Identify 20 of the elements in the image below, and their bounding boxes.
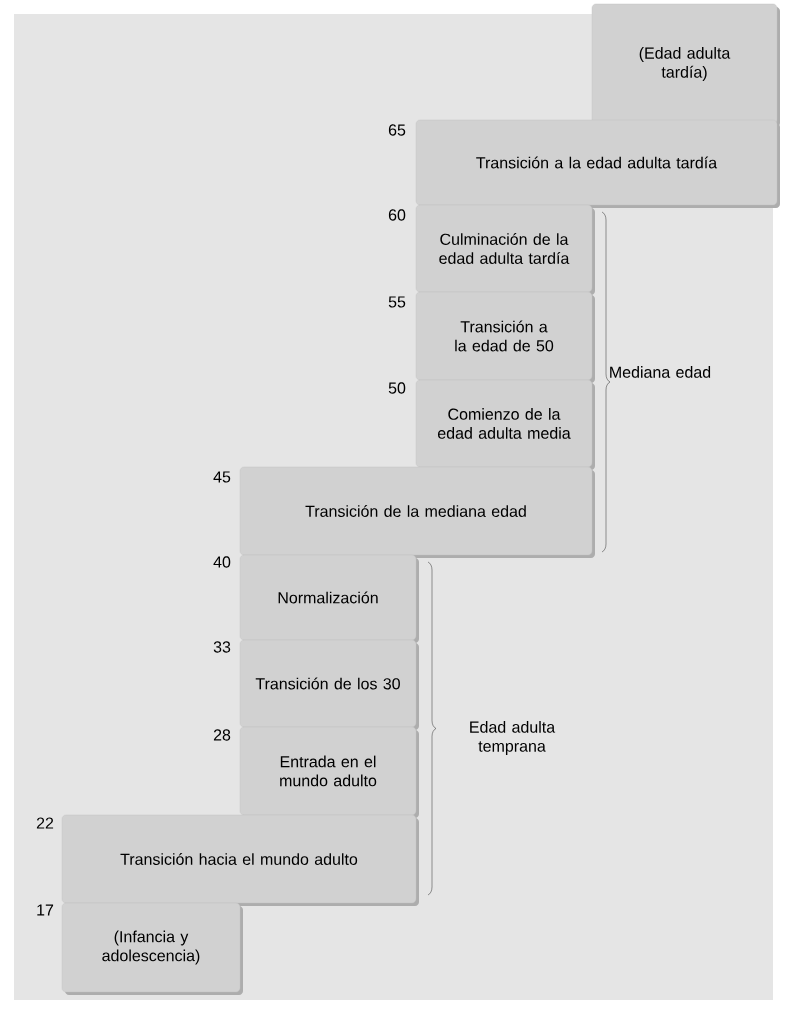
stage-box: Transición a la edad de 50 xyxy=(415,291,595,383)
age-label: 33 xyxy=(213,641,231,653)
period-label: Mediana edad xyxy=(610,366,711,378)
stage-box: (Infancia y adolescencia) xyxy=(61,902,243,995)
stage-box: Transición a la edad adulta tardía xyxy=(415,119,780,208)
age-label: 50 xyxy=(388,382,406,394)
age-label: 17 xyxy=(37,904,54,916)
period-label: Edad adulta temprana xyxy=(470,721,556,755)
stage-box: Entrada en el mundo adulto xyxy=(239,726,419,818)
age-label: 55 xyxy=(388,296,406,308)
stage-box: Transición de la mediana edad xyxy=(239,466,595,558)
stage-box: Normalización xyxy=(239,554,419,643)
age-label: 40 xyxy=(213,556,231,568)
stage-box: (Edad adulta tardía) xyxy=(591,3,780,127)
stage-box: Comienzo de la edad adulta media xyxy=(415,379,595,470)
stage-box: Transición de los 30 xyxy=(239,639,419,730)
stage-box: Transición hacia el mundo adulto xyxy=(61,814,419,906)
age-label: 28 xyxy=(213,729,231,741)
age-label: 60 xyxy=(388,209,406,221)
stage-box: Culminación de la edad adulta tardía xyxy=(415,204,595,295)
